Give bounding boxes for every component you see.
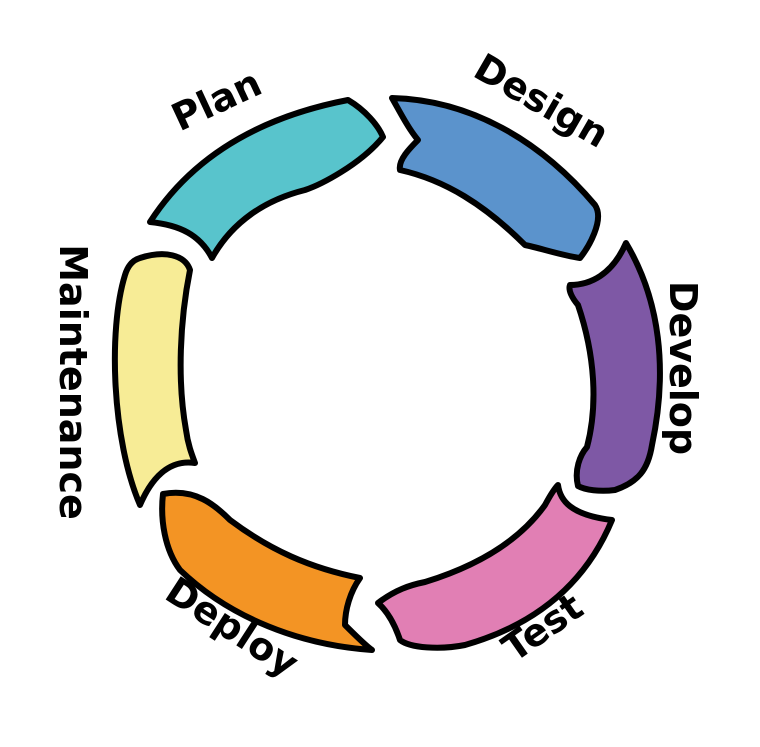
maintenance-label: Maintenance <box>51 244 95 520</box>
test-segment <box>375 482 615 651</box>
develop-label: Develop <box>661 281 705 455</box>
deploy-segment <box>159 489 375 653</box>
develop-segment <box>566 240 663 494</box>
plan-segment <box>147 97 386 261</box>
design-segment <box>389 95 601 261</box>
maintenance-segment <box>111 251 198 508</box>
